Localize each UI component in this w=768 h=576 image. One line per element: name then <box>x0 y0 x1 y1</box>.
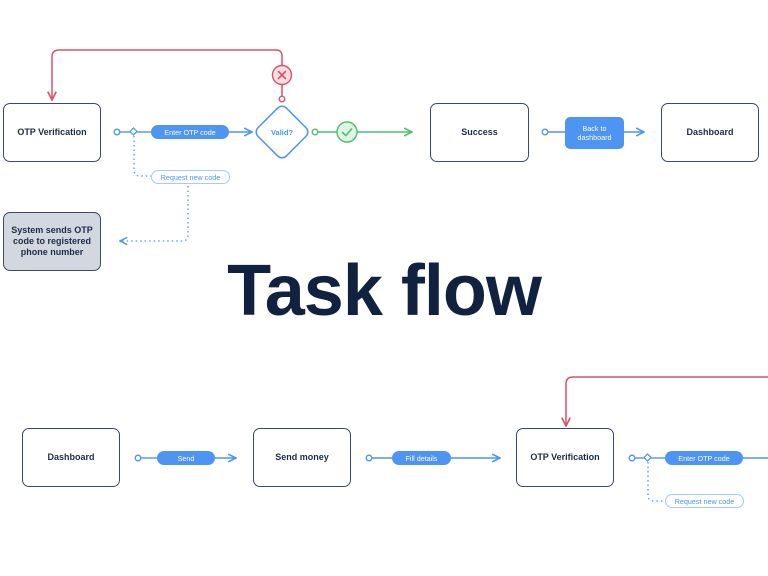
label-send[interactable]: Send <box>157 451 215 465</box>
node-otp-verification[interactable]: OTP Verification <box>3 103 101 162</box>
label-request-new-code[interactable]: Request new code <box>151 170 230 184</box>
label-enter-otp-code[interactable]: Enter OTP code <box>151 125 229 139</box>
label-request-new-code-bottom[interactable]: Request new code <box>665 494 744 508</box>
request-code-dotted-connector-bottom <box>647 462 665 502</box>
error-connector-dot <box>278 95 286 103</box>
node-send-money[interactable]: Send money <box>253 428 351 487</box>
node-system-sends-otp[interactable]: System sends OTP code to registered phon… <box>3 212 101 271</box>
label-fill-details[interactable]: Fill details <box>392 451 451 465</box>
close-icon <box>271 64 293 86</box>
page-title: Task flow <box>227 251 542 331</box>
label-enter-otp-code-bottom[interactable]: Enter OTP code <box>665 451 743 465</box>
retry-loop-connector-bottom <box>566 376 768 426</box>
node-dashboard[interactable]: Dashboard <box>661 103 759 162</box>
request-code-dotted-connector <box>133 136 151 177</box>
node-otp-verification-bottom[interactable]: OTP Verification <box>516 428 614 487</box>
branch-diamond-dot <box>129 127 138 136</box>
check-icon <box>336 121 358 143</box>
retry-loop-connector <box>52 49 283 100</box>
node-success[interactable]: Success <box>430 103 529 162</box>
node-dashboard-bottom[interactable]: Dashboard <box>22 428 120 487</box>
connector-start-dot <box>113 128 121 136</box>
decision-valid-label: Valid? <box>270 127 294 137</box>
system-send-dotted-connector <box>120 186 189 241</box>
valid-decision-shape <box>255 105 309 159</box>
label-back-to-dashboard[interactable]: Back to dashboard <box>565 117 624 149</box>
